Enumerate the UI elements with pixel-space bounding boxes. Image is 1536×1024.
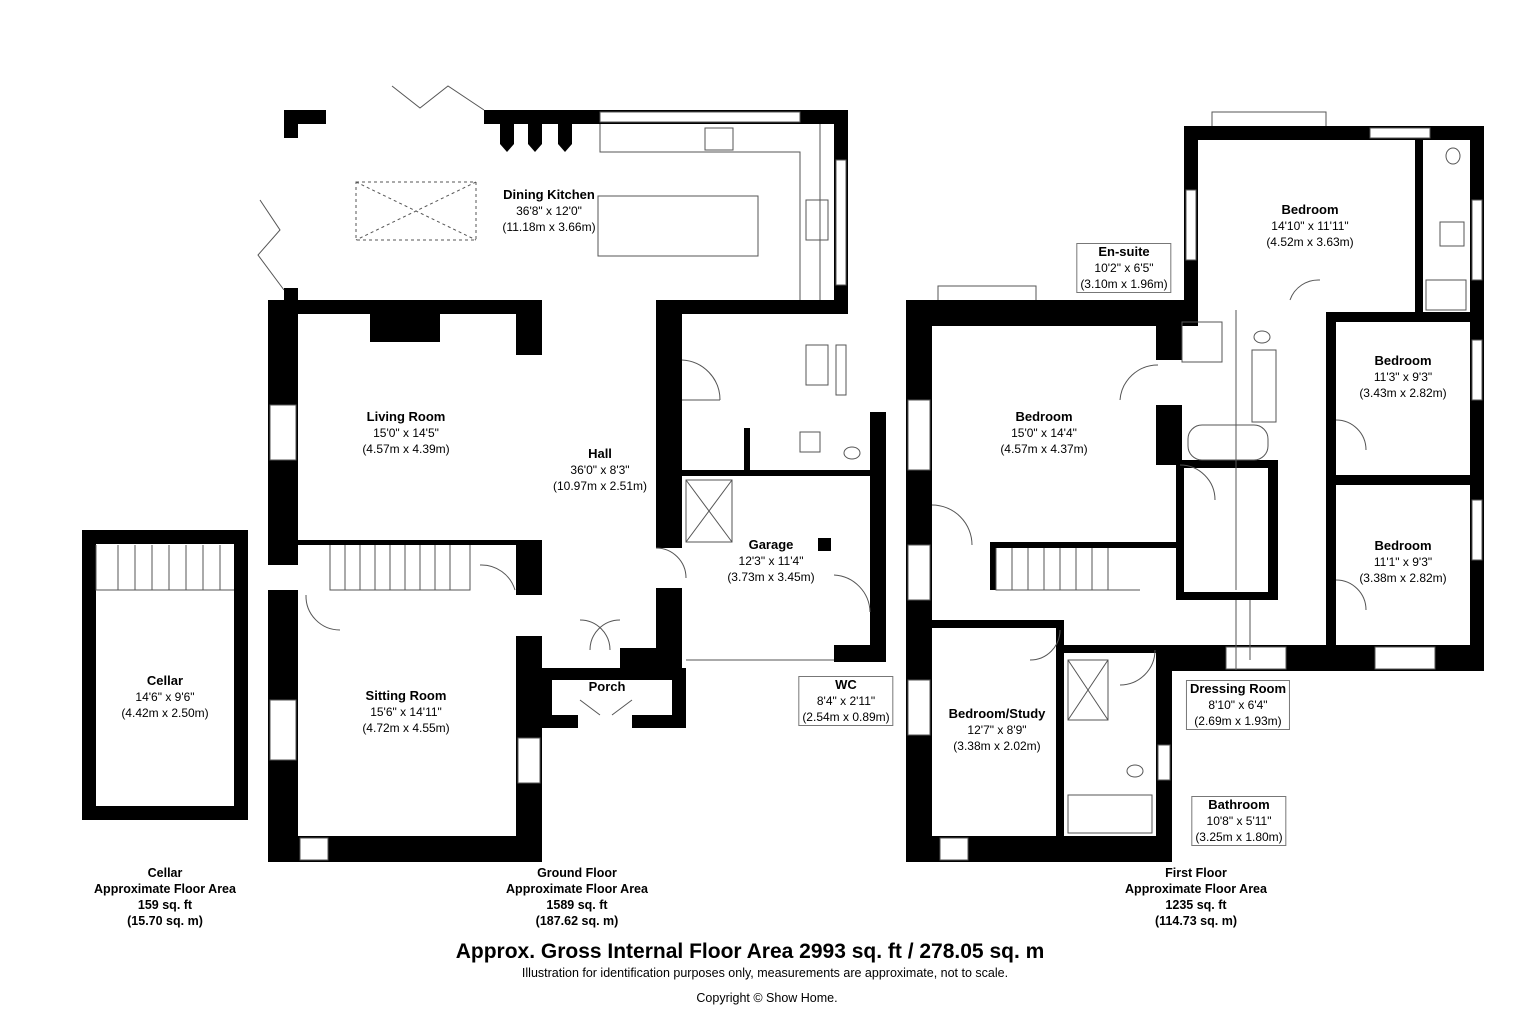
room-label-garage: Garage 12'3" x 11'4" (3.73m x 3.45m)	[727, 537, 814, 585]
room-name: Bedroom/Study	[948, 706, 1046, 721]
room-dimensions-metric: (3.38m x 2.82m)	[1359, 571, 1447, 585]
floor-area-sqft: 159 sq. ft	[137, 898, 193, 912]
room-label-sitting-room: Sitting Room 15'6" x 14'11" (4.72m x 4.5…	[362, 688, 449, 736]
room-label-dressing-room: Dressing Room 8'10" x 6'4" (2.69m x 1.93…	[1185, 680, 1291, 730]
room-dimensions-metric: (4.72m x 4.55m)	[362, 721, 450, 735]
room-dimensions-imperial: 12'7" x 8'9"	[967, 723, 1027, 737]
floor-name: Ground Floor	[537, 866, 617, 880]
fixtures	[95, 85, 1467, 834]
floor-area-sqft: 1589 sq. ft	[546, 898, 608, 912]
room-dimensions-imperial: 10'2" x 6'5"	[1094, 261, 1154, 275]
room-name: Dining Kitchen	[503, 187, 595, 202]
floor-area-ground: Ground Floor Approximate Floor Area 1589…	[506, 865, 648, 929]
room-dimensions-imperial: 8'10" x 6'4"	[1208, 698, 1268, 712]
fixture-fills	[500, 124, 831, 551]
gross-internal-area: Approx. Gross Internal Floor Area 2993 s…	[455, 940, 1045, 963]
room-dimensions-imperial: 36'0" x 8'3"	[570, 463, 630, 477]
room-label-cellar: Cellar 14'6" x 9'6" (4.42m x 2.50m)	[121, 673, 208, 721]
room-name: En-suite	[1098, 244, 1150, 259]
room-dimensions-metric: (11.18m x 3.66m)	[502, 220, 596, 234]
copyright: Copyright © Show Home.	[696, 991, 838, 1005]
room-label-wc: WC 8'4" x 2'11" (2.54m x 0.89m)	[798, 676, 894, 726]
room-label-bedroom-study: Bedroom/Study 12'7" x 8'9" (3.38m x 2.02…	[949, 706, 1046, 754]
room-label-bedroom-2: Bedroom 15'0" x 14'4" (4.57m x 4.37m)	[1000, 409, 1087, 457]
room-dimensions-metric: (4.57m x 4.39m)	[362, 442, 450, 456]
floor-area-sqm: (187.62 sq. m)	[535, 914, 619, 928]
floor-area-sqm: (114.73 sq. m)	[1155, 914, 1237, 928]
floor-area-sqft: 1235 sq. ft	[1165, 898, 1227, 912]
room-name: WC	[835, 677, 857, 692]
floor-name: First Floor	[1165, 866, 1227, 880]
room-name: Sitting Room	[365, 688, 447, 703]
room-dimensions-imperial: 14'6" x 9'6"	[135, 690, 195, 704]
room-label-bedroom-4: Bedroom 11'1" x 9'3" (3.38m x 2.82m)	[1359, 538, 1446, 586]
room-dimensions-imperial: 12'3" x 11'4"	[738, 554, 804, 568]
room-dimensions-metric: (3.38m x 2.02m)	[953, 739, 1041, 753]
floor-area-sqm: (15.70 sq. m)	[127, 914, 203, 928]
floor-area-first: First Floor Approximate Floor Area 1235 …	[1125, 865, 1267, 929]
room-name: Bedroom	[1015, 409, 1073, 424]
room-dimensions-metric: (4.42m x 2.50m)	[121, 706, 209, 720]
floor-area-label: Approximate Floor Area	[94, 882, 236, 896]
room-dimensions-imperial: 8'4" x 2'11"	[816, 694, 876, 708]
room-dimensions-imperial: 14'10" x 11'11"	[1271, 219, 1349, 233]
room-dimensions-imperial: 36'8" x 12'0"	[516, 204, 582, 218]
room-label-en-suite: En-suite 10'2" x 6'5" (3.10m x 1.96m)	[1076, 243, 1172, 293]
room-name: Bedroom	[1281, 202, 1339, 217]
room-name: Cellar	[146, 673, 184, 688]
room-name: Hall	[588, 446, 612, 461]
room-dimensions-imperial: 15'6" x 14'11"	[370, 705, 442, 719]
room-dimensions-imperial: 15'0" x 14'4"	[1011, 426, 1077, 440]
room-name: Garage	[748, 537, 794, 552]
room-name: Dressing Room	[1189, 681, 1287, 696]
room-label-dining-kitchen: Dining Kitchen 36'8" x 12'0" (11.18m x 3…	[502, 187, 595, 235]
room-name: Living Room	[366, 409, 446, 424]
room-dimensions-metric: (2.54m x 0.89m)	[802, 710, 890, 724]
floor-area-label: Approximate Floor Area	[506, 882, 648, 896]
room-dimensions-metric: (3.73m x 3.45m)	[727, 570, 815, 584]
room-dimensions-imperial: 10'8" x 5'11"	[1206, 814, 1272, 828]
room-dimensions-metric: (4.57m x 4.37m)	[1000, 442, 1088, 456]
room-label-porch: Porch	[589, 679, 626, 695]
room-label-bedroom-3: Bedroom 11'3" x 9'3" (3.43m x 2.82m)	[1359, 353, 1446, 401]
room-label-hall: Hall 36'0" x 8'3" (10.97m x 2.51m)	[553, 446, 647, 494]
room-dimensions-metric: (2.69m x 1.93m)	[1194, 714, 1282, 728]
room-dimensions-metric: (4.52m x 3.63m)	[1266, 235, 1354, 249]
room-dimensions-imperial: 11'1" x 9'3"	[1373, 555, 1433, 569]
floor-name: Cellar	[147, 866, 183, 880]
room-dimensions-metric: (10.97m x 2.51m)	[552, 479, 648, 493]
room-name: Bathroom	[1208, 797, 1270, 812]
room-name: Porch	[588, 679, 626, 694]
room-dimensions-imperial: 15'0" x 14'5"	[373, 426, 439, 440]
floor-area-cellar: Cellar Approximate Floor Area 159 sq. ft…	[94, 865, 236, 929]
room-label-bathroom: Bathroom 10'8" x 5'11" (3.25m x 1.80m)	[1191, 796, 1287, 846]
disclaimer: Illustration for identification purposes…	[521, 966, 1009, 980]
floor-area-label: Approximate Floor Area	[1125, 882, 1267, 896]
room-label-bedroom-master: Bedroom 14'10" x 11'11" (4.52m x 3.63m)	[1266, 202, 1353, 250]
room-dimensions-metric: (3.25m x 1.80m)	[1195, 830, 1283, 844]
room-name: Bedroom	[1374, 538, 1432, 553]
room-dimensions-imperial: 11'3" x 9'3"	[1373, 370, 1433, 384]
windows	[269, 111, 1483, 861]
room-dimensions-metric: (3.43m x 2.82m)	[1359, 386, 1447, 400]
room-name: Bedroom	[1374, 353, 1432, 368]
room-dimensions-metric: (3.10m x 1.96m)	[1080, 277, 1168, 291]
room-label-living-room: Living Room 15'0" x 14'5" (4.57m x 4.39m…	[362, 409, 449, 457]
